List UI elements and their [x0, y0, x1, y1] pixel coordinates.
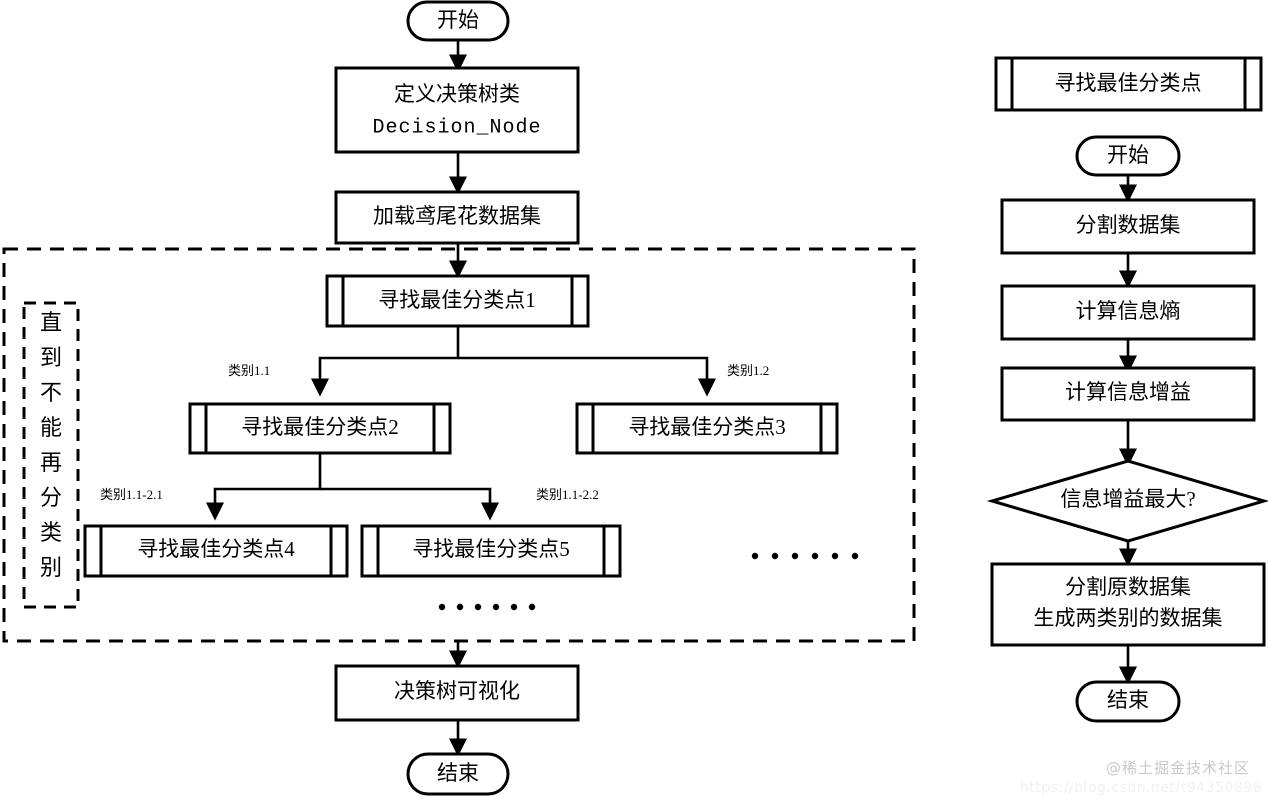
node-load-dataset-label: 加载鸢尾花数据集	[373, 204, 541, 228]
node-right-header-label: 寻找最佳分类点	[1055, 71, 1202, 95]
node-start-right: 开始	[1075, 135, 1181, 177]
node-split-point-3: 寻找最佳分类点3	[575, 402, 839, 455]
node-split-point-5: 寻找最佳分类点5	[360, 524, 622, 578]
connector-node1-to-node3	[458, 356, 717, 397]
node-calc-info-gain: 计算信息增益	[1000, 366, 1256, 422]
node-decision-max-gain-label: 信息增益最大?	[1060, 487, 1195, 511]
loop-note-char: 再	[40, 450, 62, 475]
loop-note-char: 别	[40, 555, 62, 580]
node-calc-entropy-label: 计算信息熵	[1076, 299, 1181, 323]
node-split-point-3-label: 寻找最佳分类点3	[628, 415, 786, 439]
node-split-point-2: 寻找最佳分类点2	[188, 402, 452, 455]
node-split-point-1: 寻找最佳分类点1	[325, 274, 590, 328]
node-visualize-tree-label: 决策树可视化	[394, 679, 520, 703]
loop-note-char: 直	[40, 310, 62, 335]
edge-label-branch-1-1-2-1: 类别1.1-2.1	[100, 487, 163, 502]
node-split-dataset: 分割数据集	[1000, 198, 1256, 255]
loop-note-text: 直 到 不 能 再 分 类 别	[40, 310, 62, 580]
node-start-left: 开始	[406, 0, 510, 42]
node-end-right-label: 结束	[1107, 688, 1149, 712]
connector-node2-to-node4	[205, 453, 322, 521]
node-end-right: 结束	[1075, 680, 1181, 723]
node-split-point-2-label: 寻找最佳分类点2	[241, 415, 399, 439]
loop-note-dashed-box	[22, 301, 80, 609]
loop-note-char: 到	[40, 345, 62, 370]
node-visualize-tree: 决策树可视化	[334, 664, 580, 722]
connector-node1-to-node2	[310, 326, 460, 397]
node-right-header: 寻找最佳分类点	[994, 56, 1263, 112]
ellipsis-bottom-group	[438, 603, 536, 611]
edge-label-branch-1-1-2-2: 类别1.1-2.2	[536, 487, 599, 502]
node-calc-entropy: 计算信息熵	[1000, 284, 1256, 341]
node-split-point-5-label: 寻找最佳分类点5	[412, 537, 570, 561]
node-split-point-1-label: 寻找最佳分类点1	[378, 288, 536, 312]
node-start-right-label: 开始	[1107, 143, 1149, 167]
node-define-class: 定义决策树类 Decision_Node	[334, 66, 580, 154]
edge-label-branch-1-1: 类别1.1	[228, 363, 270, 378]
node-split-point-4-label: 寻找最佳分类点4	[137, 537, 295, 561]
node-split-dataset-label: 分割数据集	[1076, 213, 1181, 237]
node-load-dataset: 加载鸢尾花数据集	[334, 190, 580, 245]
node-decision-max-gain: 信息增益最大?	[986, 459, 1268, 543]
node-calc-info-gain-label: 计算信息增益	[1065, 380, 1191, 404]
connector-node2-to-node5	[320, 487, 500, 521]
loop-note-char: 不	[40, 380, 62, 405]
node-end-left: 结束	[406, 752, 510, 796]
node-split-original-label-1: 分割原数据集	[1065, 575, 1191, 599]
edge-label-branch-1-2: 类别1.2	[727, 363, 769, 378]
node-define-class-label-2: Decision_Node	[372, 116, 541, 139]
node-define-class-label-1: 定义决策树类	[394, 82, 520, 106]
watermark-brand: @稀土掘金技术社区	[1105, 759, 1250, 777]
loop-note-char: 能	[40, 415, 62, 440]
loop-note-char: 类	[40, 520, 62, 545]
node-split-original-dataset: 分割原数据集 生成两类别的数据集	[990, 562, 1266, 647]
ellipsis-right-group	[751, 552, 859, 560]
node-split-point-4: 寻找最佳分类点4	[83, 524, 349, 578]
node-end-left-label: 结束	[437, 761, 479, 785]
node-split-original-label-2: 生成两类别的数据集	[1034, 606, 1223, 630]
watermark-url: https://blog.csdn.net/t94350898	[1019, 780, 1262, 796]
loop-note-char: 分	[40, 485, 62, 510]
node-start-left-label: 开始	[437, 8, 479, 32]
